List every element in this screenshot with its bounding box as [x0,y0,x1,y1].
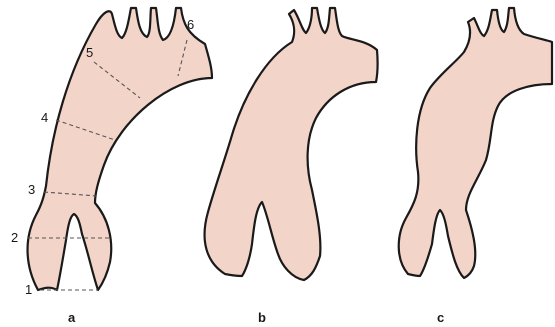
panel-b [205,8,378,280]
level-1-label: 1 [25,282,32,297]
level-2-label: 2 [11,230,18,245]
panel-a-label: a [68,310,76,325]
panel-a: 1 2 3 4 5 6 [11,8,212,297]
level-5-label: 5 [86,45,93,60]
panel-c-label: c [437,310,444,325]
level-4-label: 4 [41,110,48,125]
aorta-outline-b [205,8,378,280]
level-3-label: 3 [28,182,35,197]
aorta-outline-c [399,8,552,278]
panel-b-label: b [258,310,266,325]
level-6-label: 6 [187,17,194,32]
panel-c [399,8,552,278]
